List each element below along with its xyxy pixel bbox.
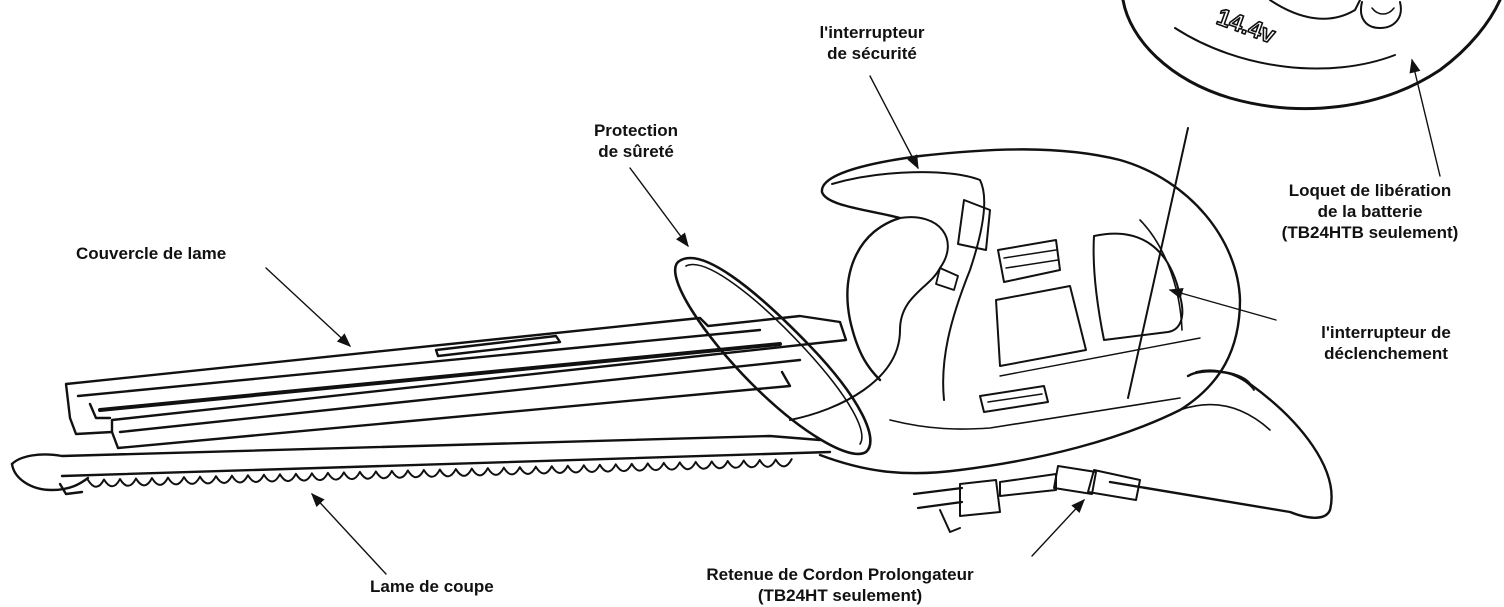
leader-trigger-switch <box>1168 288 1277 321</box>
leader-safety-switch <box>869 75 919 170</box>
label-safety-guard: Protection de sûreté <box>593 121 679 161</box>
inset-magnifier: 14.4v <box>1121 0 1502 110</box>
battery-latch-icon <box>1360 1 1402 29</box>
safety-guard <box>673 256 872 456</box>
label-trigger-switch: l'interrupteur de déclenchement <box>1321 323 1451 363</box>
leader-battery-latch <box>1409 58 1441 177</box>
label-battery-latch: Loquet de libération de la batterie (TB2… <box>1281 181 1459 242</box>
blade-teeth <box>87 458 793 488</box>
trimmer-housing <box>789 148 1242 475</box>
label-safety-switch: l'interrupteur de sécurité <box>819 23 925 63</box>
label-cutting-blade: Lame de coupe <box>370 577 494 596</box>
label-cord-retainer: Retenue de Cordon Prolongateur (TB24HT s… <box>706 565 974 605</box>
cutting-blade <box>10 434 832 496</box>
power-cord <box>912 369 1333 533</box>
leader-lines <box>265 58 1441 575</box>
voltage-badge: 14.4v <box>1213 3 1279 49</box>
blade-cover <box>64 314 848 450</box>
leader-safety-guard <box>629 167 689 248</box>
label-blade-cover: Couvercle de lame <box>76 244 227 263</box>
leader-cutting-blade <box>311 492 387 575</box>
leader-blade-cover <box>265 267 352 347</box>
leader-cord-retainer <box>1031 498 1085 557</box>
inset-leader-line <box>1127 127 1189 399</box>
